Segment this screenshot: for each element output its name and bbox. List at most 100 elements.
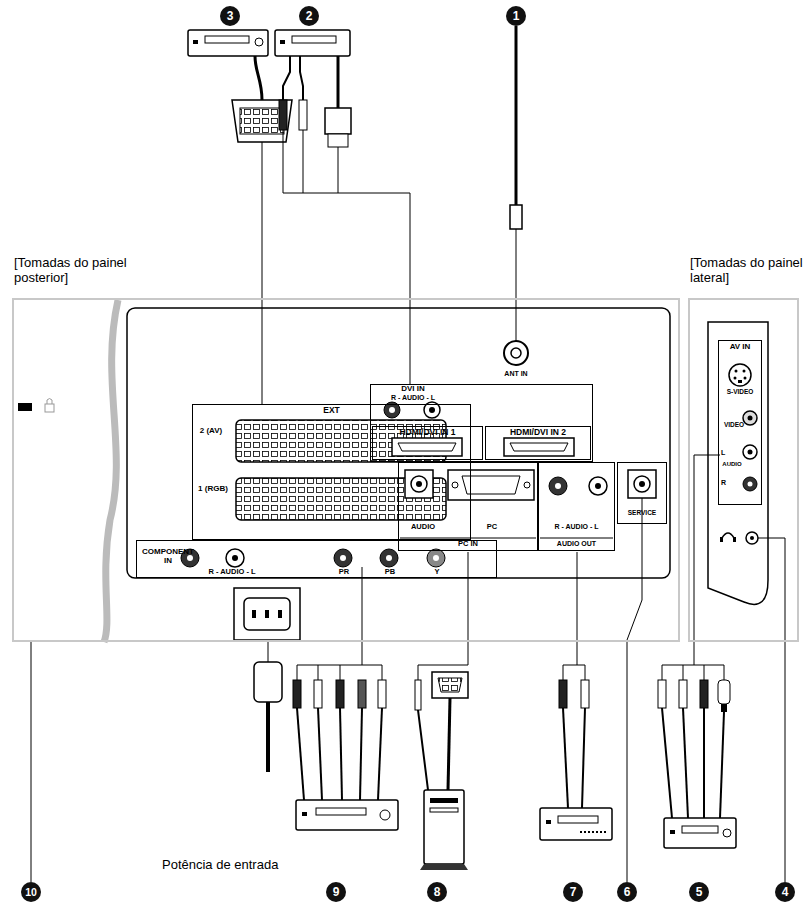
hdmi-port xyxy=(392,438,574,456)
vga-port xyxy=(452,482,458,488)
power-cord xyxy=(254,640,282,772)
callout-number: 9 xyxy=(326,882,346,902)
port-label: PB xyxy=(378,568,402,576)
av-device xyxy=(205,36,249,43)
power-socket xyxy=(252,610,256,618)
hdmi-port-box: HDMI/DVI IN 1 xyxy=(372,426,483,460)
amplifier-device xyxy=(546,820,551,824)
port-label: R - AUDIO - L xyxy=(167,568,297,576)
antenna-cable xyxy=(510,205,522,229)
node-heading: DVI IN xyxy=(373,385,453,394)
component-cable xyxy=(382,665,383,680)
port-label: Y xyxy=(425,568,449,576)
rca-jack xyxy=(232,555,238,561)
antenna-jack xyxy=(511,348,521,358)
audio-out-cable xyxy=(559,552,589,808)
antenna-cable xyxy=(515,26,518,205)
dvd-device xyxy=(296,800,398,830)
callout-number: 10 xyxy=(21,882,41,902)
antenna-jack xyxy=(504,341,528,365)
headphone-jack xyxy=(720,532,758,544)
s-video-jack xyxy=(744,377,747,380)
pc-cable xyxy=(448,698,450,790)
component-cable xyxy=(358,680,366,708)
side-rca-jack xyxy=(743,445,757,459)
component-cable xyxy=(318,708,322,800)
power-label: Potência de entrada xyxy=(162,858,332,873)
rca-jack xyxy=(555,483,561,489)
callout-number: 3 xyxy=(220,6,240,26)
pc-cable xyxy=(468,552,469,665)
rca-jack xyxy=(589,477,607,495)
hdmi-cable xyxy=(325,108,351,134)
antenna-jack xyxy=(504,341,528,365)
scart-cable xyxy=(262,142,263,404)
service-jack xyxy=(634,476,650,492)
side-av-cable xyxy=(683,708,688,818)
port-label: VIDEO xyxy=(719,421,749,428)
kensington-lock xyxy=(18,399,54,413)
camcorder-device xyxy=(664,818,736,848)
inner-panel xyxy=(127,308,670,578)
node-heading: [Tomadas do painel lateral] xyxy=(690,256,804,285)
side-rca-jack xyxy=(748,416,753,421)
component-cable xyxy=(336,680,344,708)
rca-jack xyxy=(340,555,346,561)
power-cord xyxy=(268,640,269,662)
rca-jack xyxy=(226,549,244,567)
service-jack xyxy=(628,470,656,498)
amplifier-device xyxy=(540,808,612,840)
scart-cable xyxy=(255,56,262,100)
hdmi-port xyxy=(504,438,574,456)
s-video-jack xyxy=(729,364,751,386)
audio-out-cable xyxy=(585,665,586,680)
side-av-cable xyxy=(658,455,730,818)
component-cable xyxy=(318,665,319,680)
side-av-cable xyxy=(683,665,684,680)
audio-out-cable xyxy=(559,680,567,708)
hdmi-cable xyxy=(337,56,340,108)
node-heading: [Tomadas do painel posterior] xyxy=(14,256,128,285)
pc-cable xyxy=(432,672,468,698)
side-panel-bezel xyxy=(708,322,768,604)
dvd-device xyxy=(380,810,390,820)
callout-number: 4 xyxy=(775,882,795,902)
pc-audio-jack xyxy=(405,470,433,498)
group-underline xyxy=(540,538,613,539)
kensington-lock xyxy=(18,403,32,411)
group-underline xyxy=(400,538,613,539)
panel-cut-curve xyxy=(104,300,118,642)
dvd-device xyxy=(316,808,366,815)
av-device xyxy=(188,30,268,56)
component-cable xyxy=(362,567,363,665)
side-av-cable xyxy=(662,665,724,666)
pc-cable xyxy=(438,678,462,692)
camcorder-device xyxy=(682,826,718,833)
port-label: PC IN xyxy=(399,540,537,548)
rca-jack xyxy=(427,549,445,567)
audio-out-cable xyxy=(577,552,578,665)
port-label: 2 (AV) xyxy=(195,427,227,436)
port-label: S-VIDEO xyxy=(719,388,761,395)
side-av-cable xyxy=(700,680,708,708)
node-heading: HDMI/DVI IN 1 xyxy=(373,428,482,438)
side-panel-bezel xyxy=(708,322,768,604)
node-heading: COMPONENT IN xyxy=(139,548,197,566)
dvd-device xyxy=(296,800,398,830)
pc-tower xyxy=(424,790,464,864)
power-socket xyxy=(265,610,269,618)
av-device xyxy=(193,40,198,44)
service-box: SERVICE xyxy=(617,462,667,524)
pc-audio-jack xyxy=(411,476,427,492)
av-in-group: AV INS-VIDEOVIDEOLAUDIOR xyxy=(718,340,762,505)
hdmi-device xyxy=(275,30,350,56)
port-label: ANT IN xyxy=(496,370,536,378)
pc-cable xyxy=(415,552,468,790)
pc-audio-jack xyxy=(405,470,433,498)
leader-line xyxy=(31,642,32,882)
amplifier-device xyxy=(540,808,612,840)
power-cord xyxy=(254,662,282,702)
rca-jack xyxy=(433,555,439,561)
rca-jack xyxy=(595,483,601,489)
